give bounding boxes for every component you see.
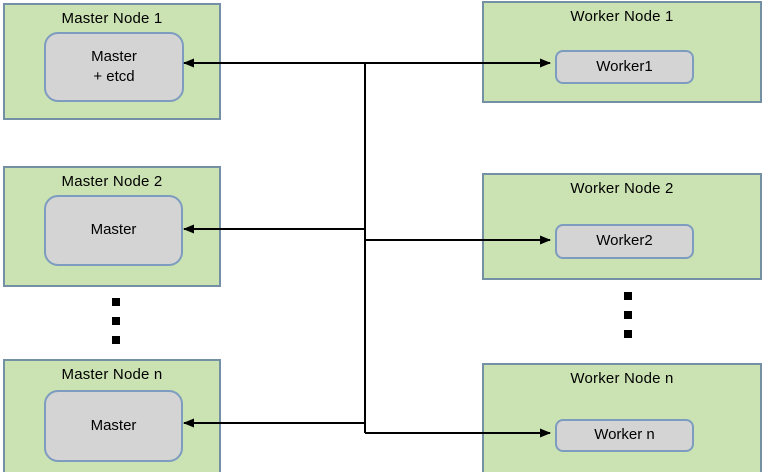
worker-node-2: Worker Node 2 Worker2 xyxy=(482,173,762,280)
master-node-1-title: Master Node 1 xyxy=(61,10,163,27)
master-node-n-title: Master Node n xyxy=(61,366,163,383)
worker-component-n: Worker n xyxy=(555,419,694,452)
worker-component-2: Worker2 xyxy=(555,224,694,259)
worker-node-1: Worker Node 1 Worker1 xyxy=(482,1,762,103)
master-node-2: Master Node 2 Master xyxy=(3,166,221,287)
worker-node-n: Worker Node n Worker n xyxy=(482,363,762,472)
master-node-2-title: Master Node 2 xyxy=(61,173,163,190)
worker-node-1-title: Worker Node 1 xyxy=(570,8,674,25)
worker-component-1: Worker1 xyxy=(555,50,694,84)
vertical-ellipsis-left xyxy=(112,298,120,344)
master-etcd-component: Master + etcd xyxy=(44,32,184,102)
master-component-2: Master xyxy=(44,195,183,266)
vertical-ellipsis-right xyxy=(624,292,632,338)
master-node-n: Master Node n Master xyxy=(3,359,221,472)
master-node-1: Master Node 1 Master + etcd xyxy=(3,3,221,120)
worker-node-2-title: Worker Node 2 xyxy=(570,180,674,197)
worker-node-n-title: Worker Node n xyxy=(570,370,674,387)
master-component-n: Master xyxy=(44,390,183,462)
